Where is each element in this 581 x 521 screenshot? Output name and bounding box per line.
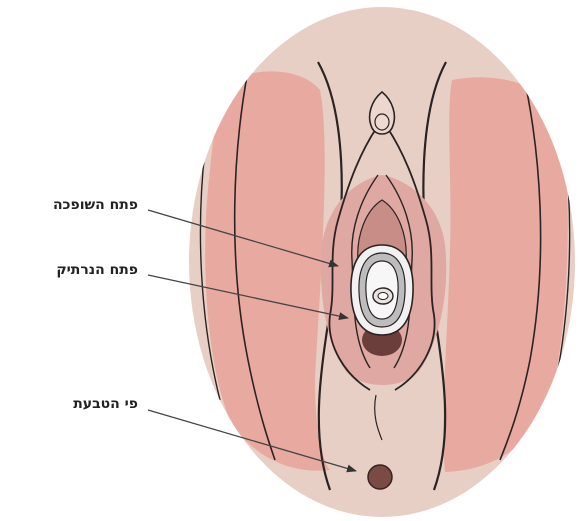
left-outer-region bbox=[205, 71, 330, 470]
clitoris bbox=[375, 114, 389, 130]
vaginal-opening-label: פתח הנרתיק bbox=[56, 262, 138, 278]
right-outer-region bbox=[443, 77, 567, 472]
urethral-opening-center bbox=[378, 293, 388, 300]
anus-mark bbox=[368, 465, 392, 489]
anus-label: פי הטבעת bbox=[73, 396, 138, 412]
urethral-opening-label: פתח השופכה bbox=[53, 197, 138, 213]
